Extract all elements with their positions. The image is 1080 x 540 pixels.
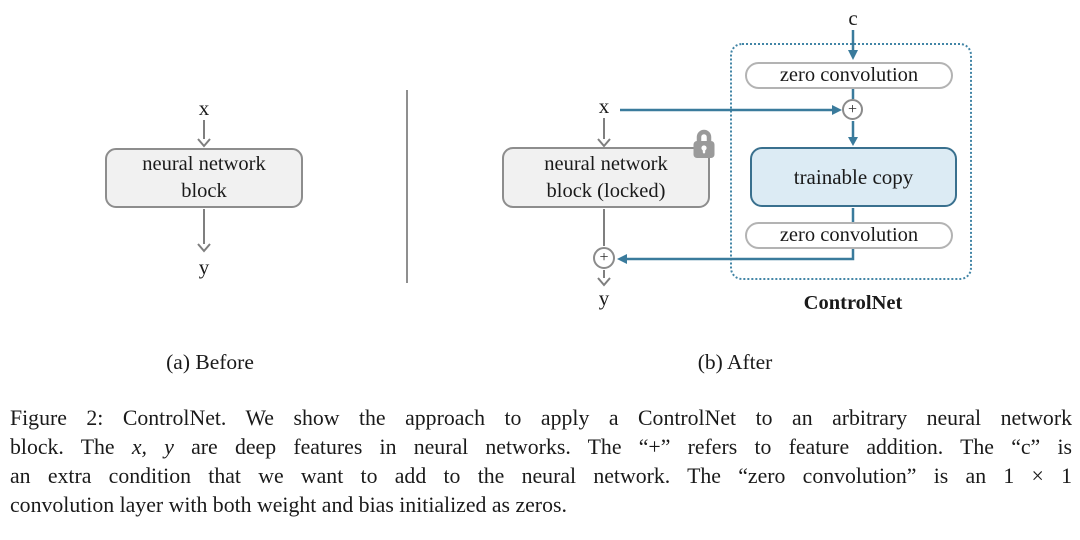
panel-caption-before: (a) Before bbox=[166, 350, 254, 374]
before-block-label-line1: neural network bbox=[142, 153, 266, 175]
plus-sign: + bbox=[847, 100, 858, 118]
controlnet-label: ControlNet bbox=[803, 292, 903, 314]
condition-c-label: c bbox=[848, 6, 858, 30]
before-block-label-line2: block bbox=[181, 180, 227, 202]
before-input-x-label: x bbox=[198, 96, 210, 120]
before-neural-network-block: neural network block bbox=[105, 148, 303, 208]
arrowhead-left-icon bbox=[617, 254, 627, 264]
trainable-copy-block: trainable copy bbox=[750, 147, 957, 207]
panel-divider bbox=[406, 90, 408, 283]
zero-convolution-top-label: zero convolution bbox=[779, 64, 919, 86]
caption-line-2: block. The x, y are deep features in neu… bbox=[10, 435, 1072, 459]
plus-sign: + bbox=[599, 249, 609, 266]
zero-convolution-top-pill: zero convolution bbox=[745, 62, 953, 89]
condition-plus-node: + bbox=[842, 99, 863, 120]
lock-icon bbox=[690, 128, 718, 160]
arrowhead-down-icon bbox=[197, 243, 211, 253]
caption-line-4: convolution layer with both weight and b… bbox=[10, 493, 567, 517]
after-locked-block: neural network block (locked) bbox=[502, 147, 710, 208]
after-input-x-label: x bbox=[598, 94, 610, 118]
before-output-y-label: y bbox=[198, 255, 210, 279]
panel-caption-after: (b) After bbox=[697, 350, 773, 374]
caption-line-1: Figure 2: ControlNet. We show the approa… bbox=[10, 406, 1072, 430]
figure-caption: Figure 2: ControlNet. We show the approa… bbox=[10, 404, 1072, 520]
zero-convolution-bottom-pill: zero convolution bbox=[745, 222, 953, 249]
controlnet-dashed-box bbox=[730, 43, 972, 280]
zero-convolution-bottom-label: zero convolution bbox=[779, 224, 919, 246]
caption-line-3: an extra condition that we want to add t… bbox=[10, 464, 1072, 488]
after-locked-block-line1: neural network bbox=[544, 152, 668, 175]
math-xy: x, y bbox=[131, 435, 174, 459]
arrowhead-down-icon bbox=[197, 138, 211, 148]
after-output-plus-node: + bbox=[593, 247, 615, 269]
after-output-y-label: y bbox=[598, 286, 610, 310]
arrowhead-down-icon bbox=[597, 138, 611, 148]
after-locked-block-line2: block (locked) bbox=[546, 179, 666, 202]
trainable-copy-label: trainable copy bbox=[793, 164, 914, 189]
arrowhead-down-icon bbox=[597, 277, 611, 287]
